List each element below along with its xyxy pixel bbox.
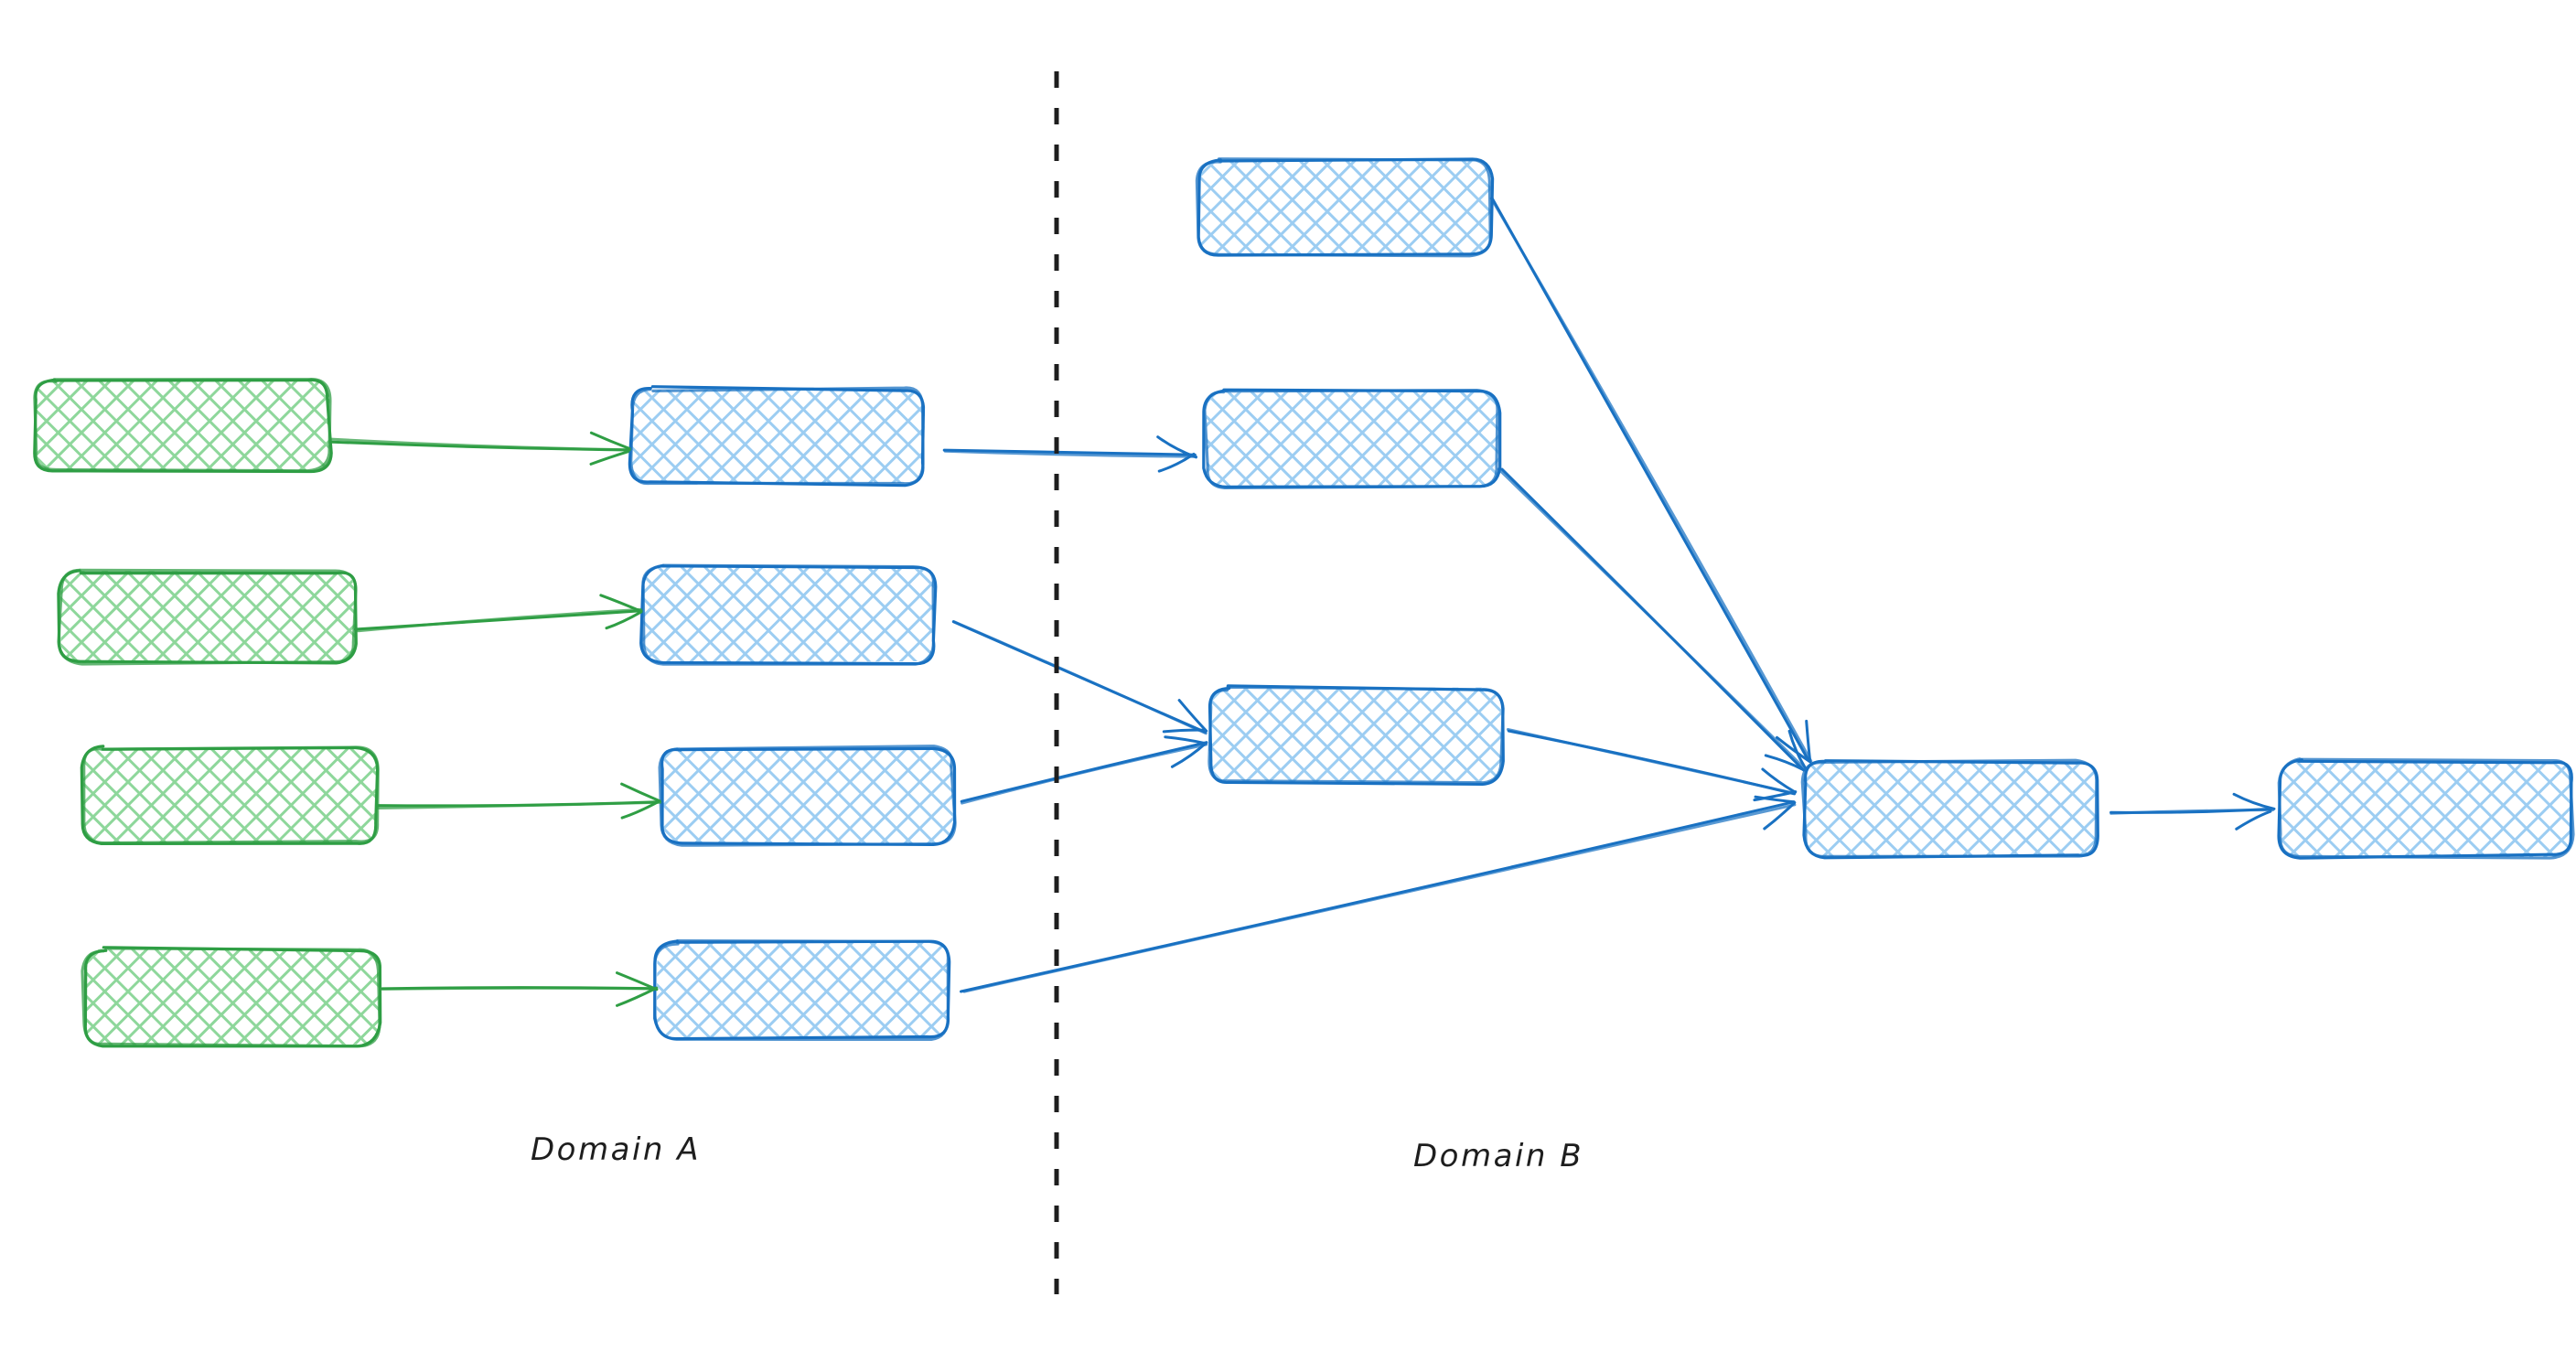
node-fill bbox=[34, 380, 330, 471]
edge-shaft bbox=[2109, 809, 2275, 815]
node-outline bbox=[2277, 757, 2575, 860]
edge-shaft bbox=[376, 800, 662, 809]
node-outline bbox=[641, 563, 936, 666]
node-fill bbox=[1803, 760, 2097, 857]
edge-arrowhead bbox=[1164, 735, 1208, 745]
edge-b-node-3-to-b-merge[interactable] bbox=[1506, 728, 1798, 802]
edge-b-node-1-to-b-merge[interactable] bbox=[1489, 197, 1813, 764]
node-fill bbox=[641, 566, 934, 663]
node-a-proc-2[interactable] bbox=[639, 563, 938, 666]
edge-a-proc-4-to-b-merge[interactable] bbox=[960, 795, 1797, 993]
edge-arrowhead bbox=[616, 971, 659, 991]
edge-shaft bbox=[961, 743, 1208, 805]
node-outline bbox=[629, 386, 925, 486]
node-fill bbox=[80, 746, 378, 843]
node-a-src-2[interactable] bbox=[57, 568, 358, 666]
edge-arrowhead bbox=[1761, 767, 1797, 794]
edge-shaft bbox=[357, 607, 642, 633]
edge-a-src-1-to-a-proc-1[interactable] bbox=[329, 431, 631, 466]
node-a-src-1[interactable] bbox=[33, 378, 333, 474]
node-outline bbox=[33, 378, 332, 473]
node-a-src-4[interactable] bbox=[80, 946, 382, 1048]
edge-arrowhead bbox=[605, 610, 643, 630]
edge-arrowhead bbox=[589, 431, 631, 450]
edge-layer bbox=[329, 197, 2276, 1007]
node-fill bbox=[83, 949, 380, 1045]
edge-arrowhead bbox=[620, 799, 661, 820]
edge-b-merge-to-b-output[interactable] bbox=[2109, 792, 2276, 831]
node-b-merge[interactable] bbox=[1800, 758, 2099, 860]
node-fill bbox=[2278, 761, 2573, 857]
edge-arrowhead bbox=[2232, 792, 2276, 810]
node-b-output[interactable] bbox=[2277, 757, 2575, 860]
edge-arrowhead bbox=[616, 986, 659, 1007]
edge-arrowhead bbox=[1177, 699, 1208, 733]
node-a-src-3[interactable] bbox=[80, 745, 380, 845]
edge-shaft bbox=[1506, 728, 1796, 795]
node-outline bbox=[1195, 157, 1492, 258]
node-a-proc-1[interactable] bbox=[628, 385, 926, 488]
edge-arrowhead bbox=[1753, 790, 1798, 802]
edge-shaft bbox=[1497, 467, 1805, 768]
node-fill bbox=[60, 571, 356, 664]
node-outline bbox=[80, 947, 381, 1048]
edge-arrowhead bbox=[1162, 728, 1206, 734]
node-a-proc-3[interactable] bbox=[658, 745, 957, 847]
node-outline bbox=[658, 745, 957, 847]
edge-arrowhead bbox=[2235, 809, 2272, 831]
node-outline bbox=[653, 938, 950, 1041]
node-layer bbox=[33, 157, 2575, 1048]
edge-arrowhead bbox=[1170, 742, 1208, 768]
edge-shaft bbox=[1489, 197, 1813, 763]
node-fill bbox=[656, 942, 950, 1038]
node-b-node-3[interactable] bbox=[1208, 684, 1505, 786]
node-outline bbox=[1197, 157, 1495, 257]
edge-b-node-2-to-b-merge[interactable] bbox=[1497, 467, 1807, 772]
node-outline bbox=[82, 745, 380, 845]
edge-arrowhead bbox=[1156, 435, 1197, 459]
node-outline bbox=[1208, 685, 1505, 785]
domain-a-label: Domain A bbox=[531, 1131, 701, 1168]
edge-shaft bbox=[381, 986, 659, 991]
node-fill bbox=[1208, 687, 1504, 784]
edge-shaft bbox=[942, 448, 1197, 456]
edge-shaft bbox=[943, 449, 1197, 458]
node-outline bbox=[1800, 758, 2098, 858]
edge-a-proc-2-to-b-node-3[interactable] bbox=[951, 620, 1208, 735]
edge-a-proc-1-to-b-node-2[interactable] bbox=[942, 435, 1197, 473]
node-b-node-1[interactable] bbox=[1195, 157, 1495, 258]
edge-shaft bbox=[962, 803, 1797, 993]
node-fill bbox=[1206, 391, 1499, 487]
node-b-node-2[interactable] bbox=[1202, 388, 1502, 489]
edge-a-src-2-to-a-proc-2[interactable] bbox=[353, 594, 643, 633]
edge-arrowhead bbox=[1787, 729, 1807, 769]
node-a-proc-4[interactable] bbox=[653, 938, 951, 1041]
domain-b-label: Domain B bbox=[1413, 1138, 1583, 1174]
node-fill bbox=[630, 388, 926, 484]
edge-a-src-4-to-a-proc-4[interactable] bbox=[381, 971, 659, 1007]
node-outline bbox=[57, 568, 358, 666]
edge-arrowhead bbox=[620, 782, 660, 802]
edge-a-proc-3-to-b-node-3[interactable] bbox=[960, 735, 1208, 805]
edge-arrowhead bbox=[1763, 801, 1797, 831]
edge-shaft bbox=[952, 620, 1208, 735]
edge-arrowhead bbox=[1776, 735, 1812, 764]
node-outline bbox=[1203, 389, 1499, 489]
node-fill bbox=[660, 746, 955, 844]
edge-arrowhead bbox=[599, 594, 643, 613]
edge-arrowhead bbox=[1805, 719, 1811, 762]
edge-shaft bbox=[329, 437, 629, 452]
edge-a-src-3-to-a-proc-3[interactable] bbox=[376, 782, 662, 820]
edge-arrowhead bbox=[589, 450, 629, 466]
node-fill bbox=[1197, 159, 1491, 256]
edge-arrowhead bbox=[1754, 795, 1796, 804]
edge-arrowhead bbox=[1764, 754, 1806, 772]
